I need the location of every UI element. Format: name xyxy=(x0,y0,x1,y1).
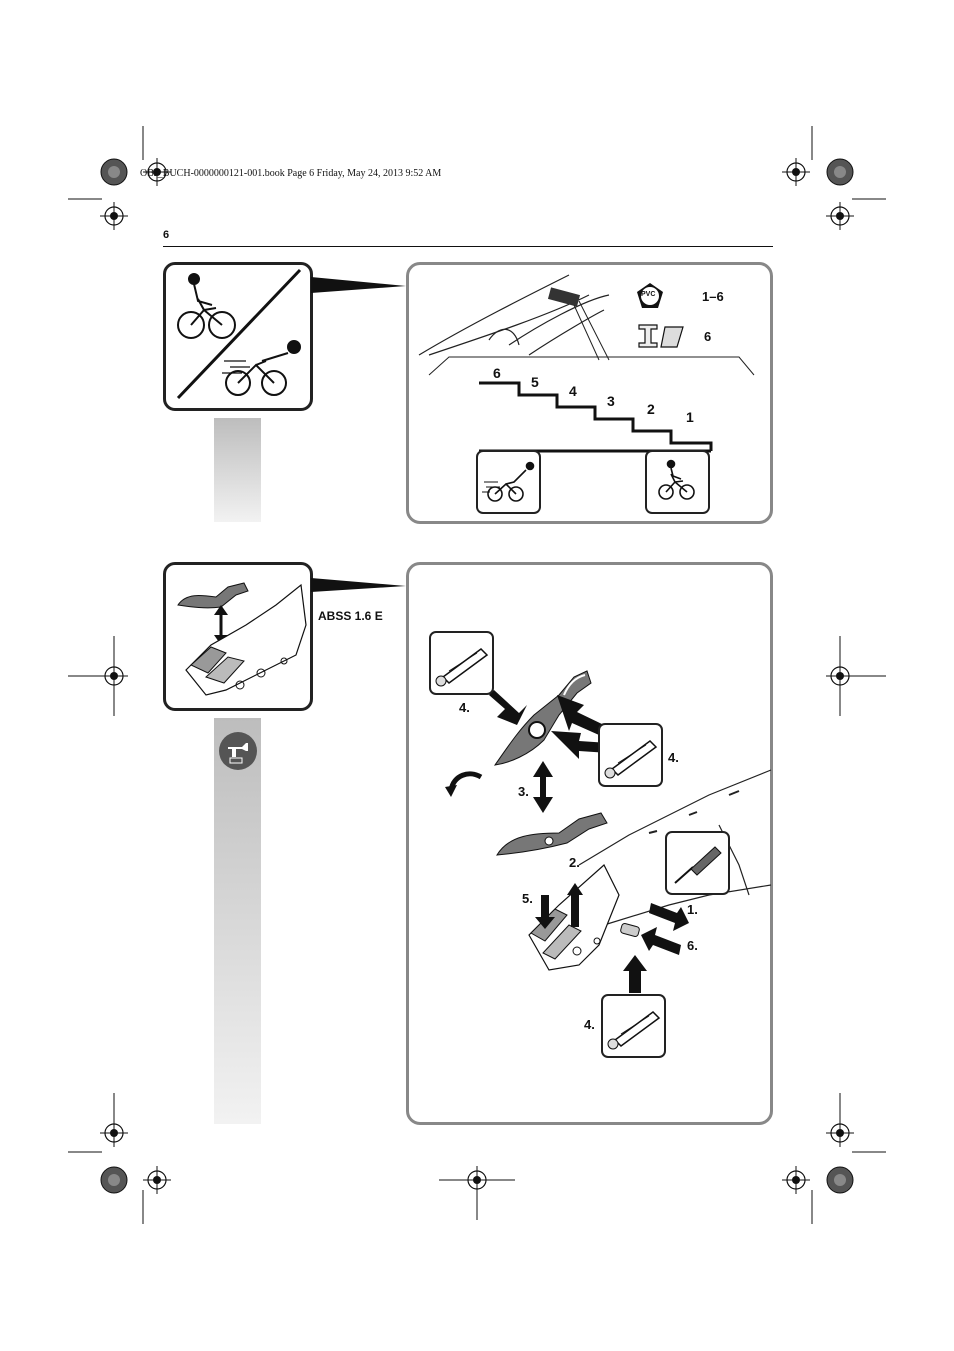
registration-mark-icon xyxy=(462,1165,492,1195)
step-label-3: 3 xyxy=(607,393,615,409)
pointer-wedge-top xyxy=(311,277,406,293)
grease-card-right xyxy=(598,723,663,787)
step-5: 5. xyxy=(522,891,533,906)
step-4-top: 4. xyxy=(459,700,470,715)
blade-panel: 4. 4. 3. 2. 5. 1. 6. 4. xyxy=(406,562,773,1125)
step-4-bottom: 4. xyxy=(584,1017,595,1032)
registration-mark-icon xyxy=(781,1165,811,1195)
step-label-6: 6 xyxy=(493,365,501,381)
speed-summary-card xyxy=(163,262,313,411)
step-label-5: 5 xyxy=(531,374,539,390)
speed-dial-icon xyxy=(547,287,581,307)
fast-speed-card xyxy=(476,450,541,514)
blade-lower xyxy=(496,812,608,856)
registration-mark-icon xyxy=(826,158,854,186)
registration-mark-icon xyxy=(99,661,129,691)
metal-speed-value: 6 xyxy=(704,329,712,344)
slow-speed-card xyxy=(645,450,710,514)
registration-mark-icon xyxy=(142,1165,172,1195)
registration-mark-icon xyxy=(99,201,129,231)
file-header: OBJ_BUCH-0000000121-001.book Page 6 Frid… xyxy=(140,168,442,179)
screwdriver-card xyxy=(665,831,730,895)
grease-tube-icon xyxy=(435,648,489,687)
registration-mark-icon xyxy=(826,1166,854,1194)
pvc-material-icon xyxy=(637,283,663,308)
blade-change-thumbnail xyxy=(177,582,307,696)
registration-mark-icon xyxy=(99,1118,129,1148)
blade-summary-card xyxy=(163,562,313,711)
page-number: 6 xyxy=(163,229,170,241)
cyclist-slow-icon xyxy=(176,268,302,400)
model-label: ABSS 1.6 E xyxy=(318,609,383,623)
step-label-4: 4 xyxy=(569,383,577,399)
blade-upper xyxy=(493,670,592,766)
registration-mark-icon xyxy=(100,158,128,186)
grease-card-bottom xyxy=(601,994,666,1058)
grease-card-top xyxy=(429,631,494,695)
registration-mark-icon xyxy=(825,661,855,691)
cyclist-slow-icon xyxy=(658,459,695,500)
grease-tube-icon xyxy=(604,740,658,779)
registration-mark-icon xyxy=(825,1118,855,1148)
speed-panel: PVC 1–6 6 6 5 4 3 2 1 xyxy=(406,262,773,524)
tool-top-illustration xyxy=(418,274,755,376)
sidebar-gradient-bottom xyxy=(214,718,261,1124)
header-rule xyxy=(163,246,773,247)
cyclist-fast-icon xyxy=(222,340,301,396)
step-1: 1. xyxy=(687,902,698,917)
pointer-wedge-bottom xyxy=(311,578,406,592)
registration-mark-icon xyxy=(781,157,811,187)
registration-mark-icon xyxy=(100,1166,128,1194)
step-label-1: 1 xyxy=(686,409,694,425)
speed-staircase xyxy=(479,381,713,453)
step-6: 6. xyxy=(687,938,698,953)
metal-material-icon xyxy=(638,324,684,348)
cordless-drill-icon xyxy=(219,732,257,770)
step-3: 3. xyxy=(518,784,529,799)
grease-tube-icon xyxy=(607,1011,661,1050)
pvc-badge-text: PVC xyxy=(641,291,656,298)
step-4-right: 4. xyxy=(668,750,679,765)
pvc-speed-range: 1–6 xyxy=(702,289,724,304)
blade-change-illustration xyxy=(445,670,772,993)
sidebar-gradient-top xyxy=(214,418,261,522)
step-2: 2. xyxy=(569,855,580,870)
screwdriver-icon xyxy=(674,846,722,884)
step-label-2: 2 xyxy=(647,401,655,417)
registration-mark-icon xyxy=(825,201,855,231)
cyclist-fast-icon xyxy=(482,461,535,502)
